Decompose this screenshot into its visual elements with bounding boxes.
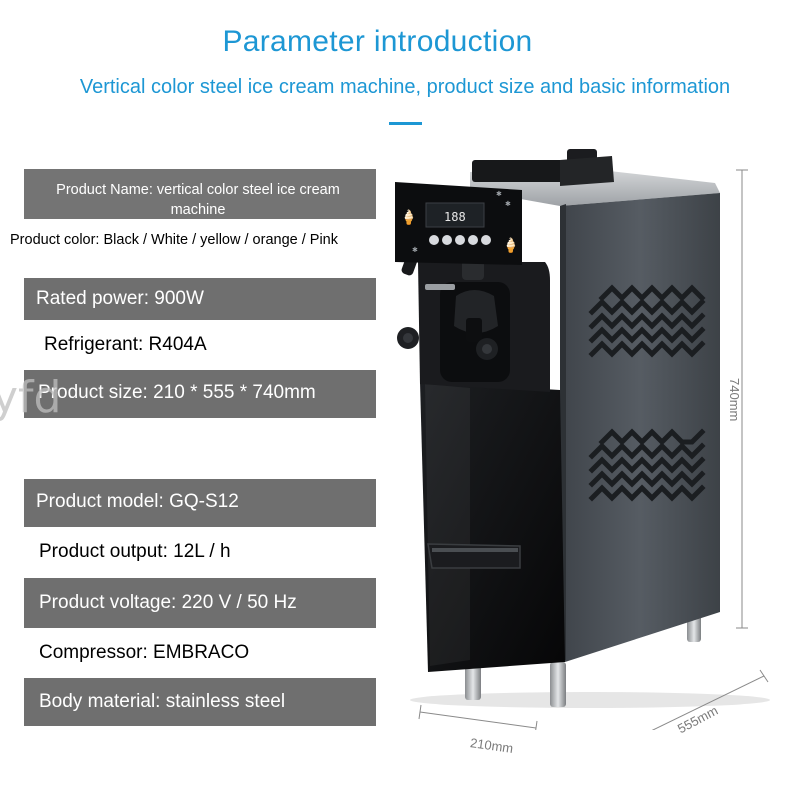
spec-refrigerant: Refrigerant: R404A — [44, 334, 207, 355]
spec-material: Body material: stainless steel — [39, 691, 286, 712]
spec-power: Rated power: 900W — [36, 288, 204, 309]
title-divider — [389, 122, 422, 125]
svg-text:✱: ✱ — [505, 200, 511, 208]
spec-material-band: Body material: stainless steel — [24, 678, 376, 726]
side-panel — [560, 193, 720, 662]
svg-text:✱: ✱ — [496, 190, 502, 198]
page-title: Parameter introduction — [222, 25, 533, 58]
cone-icon-right: 🍦 — [502, 237, 519, 254]
svg-text:✱: ✱ — [412, 246, 418, 254]
spec-model-band: Product model: GQ-S12 — [24, 479, 376, 527]
spec-power-band: Rated power: 900W — [24, 278, 376, 320]
height-dimension-label: 740mm — [727, 378, 742, 422]
dispense-nozzle — [454, 290, 498, 333]
lcd-display — [425, 202, 485, 228]
drip-tray — [427, 543, 521, 569]
side-vent-bottom — [588, 428, 706, 502]
ice-cream-machine-image: 188 ✱✱✱ 🍦 🍦 — [395, 149, 770, 730]
cone-icon-left: 🍦 — [400, 209, 417, 226]
spec-size-band: Product size: 210 * 555 * 740mm — [24, 370, 376, 418]
spec-output: Product output: 12L / h — [39, 541, 231, 562]
spec-model: Product model: GQ-S12 — [36, 491, 239, 512]
watermark: yfd — [0, 372, 62, 423]
leg-front-right — [550, 662, 566, 707]
page-subtitle: Vertical color steel ice cream machine, … — [79, 76, 731, 98]
snowflake-icons: ✱✱✱ — [412, 190, 511, 254]
depth-dimension-line — [651, 675, 765, 730]
control-buttons — [429, 235, 491, 245]
spec-compressor: Compressor: EMBRACO — [39, 642, 250, 663]
width-dimension-label: 210mm — [469, 735, 515, 756]
side-vent-top — [588, 284, 706, 358]
width-dimension-line — [419, 711, 537, 729]
spec-name-band: Product Name: vertical color steel ice c… — [24, 169, 376, 219]
spec-voltage: Product voltage: 220 V / 50 Hz — [39, 592, 297, 613]
hopper-lid — [472, 160, 568, 182]
spec-color: Product color: Black / White / yellow / … — [10, 232, 338, 248]
spec-name: Product Name: vertical color steel ice c… — [56, 182, 340, 218]
lcd-digits: 188 — [444, 210, 466, 224]
spec-voltage-band: Product voltage: 220 V / 50 Hz — [24, 578, 376, 628]
spec-size: Product size: 210 * 555 * 740mm — [38, 382, 316, 403]
front-panel — [420, 382, 565, 672]
floor-shadow — [410, 692, 770, 708]
